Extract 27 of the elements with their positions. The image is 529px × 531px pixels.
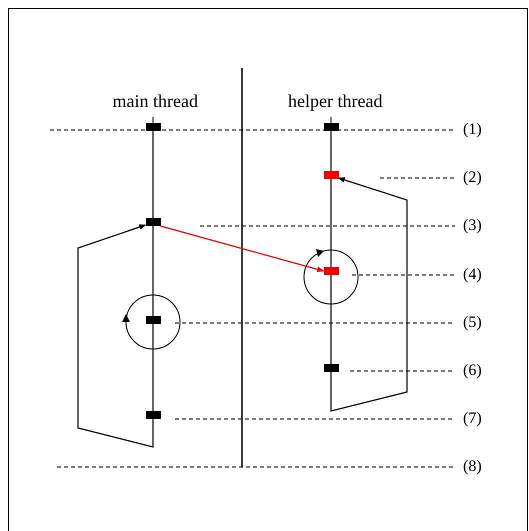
- arrow: [330, 177, 408, 412]
- thread-title: main thread: [112, 92, 198, 110]
- arrow: [77, 224, 154, 448]
- step-number: (4): [463, 267, 482, 283]
- thread-line: [152, 131, 154, 218]
- thread-line: [152, 324, 154, 411]
- thread-line: [330, 179, 332, 267]
- thread-line: [152, 226, 154, 316]
- step-number: (1): [463, 122, 482, 138]
- event-marker: [146, 123, 160, 131]
- event-marker: [146, 218, 160, 226]
- event-marker: [324, 267, 338, 275]
- step-number: (3): [463, 218, 482, 234]
- thread-line: [330, 131, 332, 171]
- step-number: (2): [463, 170, 482, 186]
- thread-line: [330, 275, 332, 364]
- thread-title: helper thread: [288, 92, 382, 110]
- event-marker: [146, 411, 160, 419]
- event-marker: [146, 316, 160, 324]
- event-marker: [324, 123, 338, 131]
- event-marker: [324, 364, 338, 372]
- step-number: (8): [463, 459, 482, 475]
- step-number: (7): [463, 411, 482, 427]
- event-marker: [324, 171, 338, 179]
- arrow: [160, 225, 324, 272]
- step-number: (5): [463, 315, 482, 331]
- step-number: (6): [463, 363, 482, 379]
